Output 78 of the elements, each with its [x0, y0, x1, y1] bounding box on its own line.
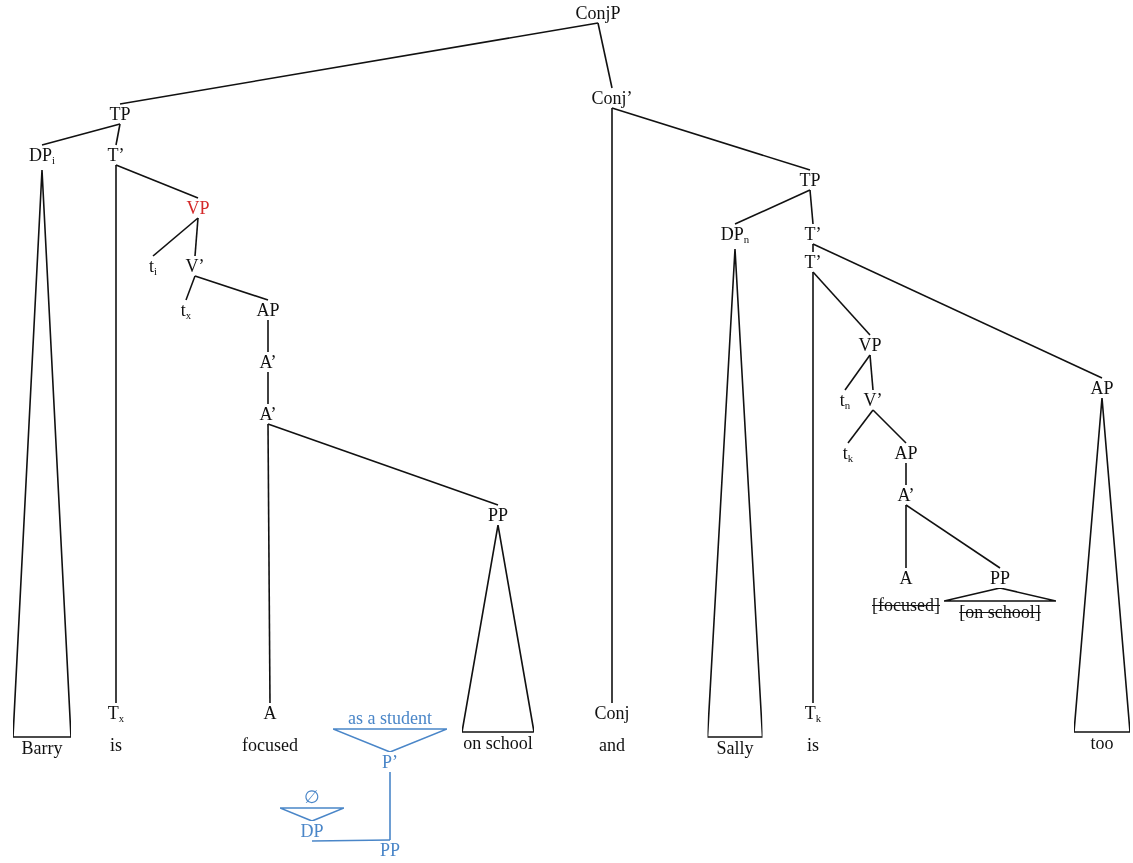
tree-branch	[812, 243, 1103, 379]
node-label: ConjP	[575, 3, 621, 23]
node-label: ∅	[304, 787, 320, 807]
word-label: P’	[382, 752, 398, 772]
tree-branch	[809, 189, 814, 225]
tree-branch	[734, 189, 811, 225]
node-label: AP	[1090, 378, 1114, 398]
node-label: A	[263, 703, 277, 723]
node-label: PP	[990, 568, 1010, 588]
node-label: V’	[863, 390, 883, 410]
node-label: AP	[256, 300, 280, 320]
node-label: DP$_{i}$	[29, 145, 55, 168]
word-label: on school	[463, 733, 533, 753]
node-label: T’	[804, 224, 822, 244]
node-label: AP	[894, 443, 918, 463]
node-label: t$_{n}$	[839, 390, 851, 415]
tree-branch	[311, 839, 391, 842]
tree-branch	[389, 771, 391, 841]
node-label: t$_{x}$	[180, 300, 192, 325]
tree-branch	[152, 217, 199, 257]
node-label: Conj	[594, 703, 630, 723]
node-label: PP	[380, 840, 400, 860]
word-label: Barry	[21, 737, 63, 758]
node-label: A’	[259, 352, 277, 372]
tree-branch	[869, 354, 874, 391]
word-label: Sally	[716, 737, 754, 758]
tree-branch	[872, 409, 907, 444]
tree-branch	[905, 504, 1001, 569]
word-label: too	[1090, 733, 1114, 753]
node-label: A	[899, 568, 913, 588]
node-label: T$_{k}$	[804, 703, 822, 728]
node-label: TP	[799, 170, 821, 190]
node-label: PP	[488, 505, 508, 525]
node-label: A’	[897, 485, 915, 505]
triangle-node	[944, 568, 1056, 622]
tree-branch	[844, 354, 871, 391]
tree-branch	[185, 275, 196, 301]
tree-branch	[194, 275, 269, 301]
node-label: t$_{i}$	[149, 256, 157, 281]
tree-branch	[267, 319, 269, 353]
node-label: t$_{k}$	[842, 443, 854, 468]
word-label: focused	[242, 735, 298, 755]
tree-branch	[41, 123, 121, 146]
node-label: as a student	[348, 708, 432, 728]
tree-branch	[847, 409, 874, 444]
node-label: VP	[186, 198, 210, 218]
node-label: V’	[185, 256, 205, 276]
node-label: T$_{x}$	[107, 703, 125, 728]
word-label: DP	[300, 821, 324, 841]
tree-branch	[194, 217, 199, 257]
struck-word: [on school]	[959, 602, 1041, 622]
word-label: and	[599, 735, 625, 755]
node-label: T’	[107, 145, 125, 165]
triangle-node	[13, 145, 71, 758]
word-label: is	[807, 735, 819, 755]
tree-branch	[267, 371, 269, 405]
tree-branch	[267, 423, 499, 506]
node-label: Conj’	[591, 88, 633, 108]
tree-branch	[597, 22, 613, 89]
word-label: is	[110, 735, 122, 755]
tree-branch	[611, 107, 613, 704]
tree-branch	[812, 271, 814, 704]
triangle-node	[707, 224, 763, 758]
tree-branch	[905, 462, 907, 486]
node-label: T’	[804, 252, 822, 272]
tree-branch	[267, 423, 271, 704]
tree-branch	[115, 164, 199, 199]
tree-branch	[611, 107, 811, 171]
node-label: A’	[259, 404, 277, 424]
tree-branch	[115, 123, 121, 146]
node-label: TP	[109, 104, 131, 124]
tree-branch	[119, 22, 599, 105]
tree-branch	[115, 164, 117, 704]
tree-branch	[905, 504, 907, 569]
node-label: DP$_{n}$	[720, 224, 750, 247]
tree-branch	[812, 243, 814, 253]
node-label: VP	[858, 335, 882, 355]
tree-branch	[812, 271, 871, 336]
